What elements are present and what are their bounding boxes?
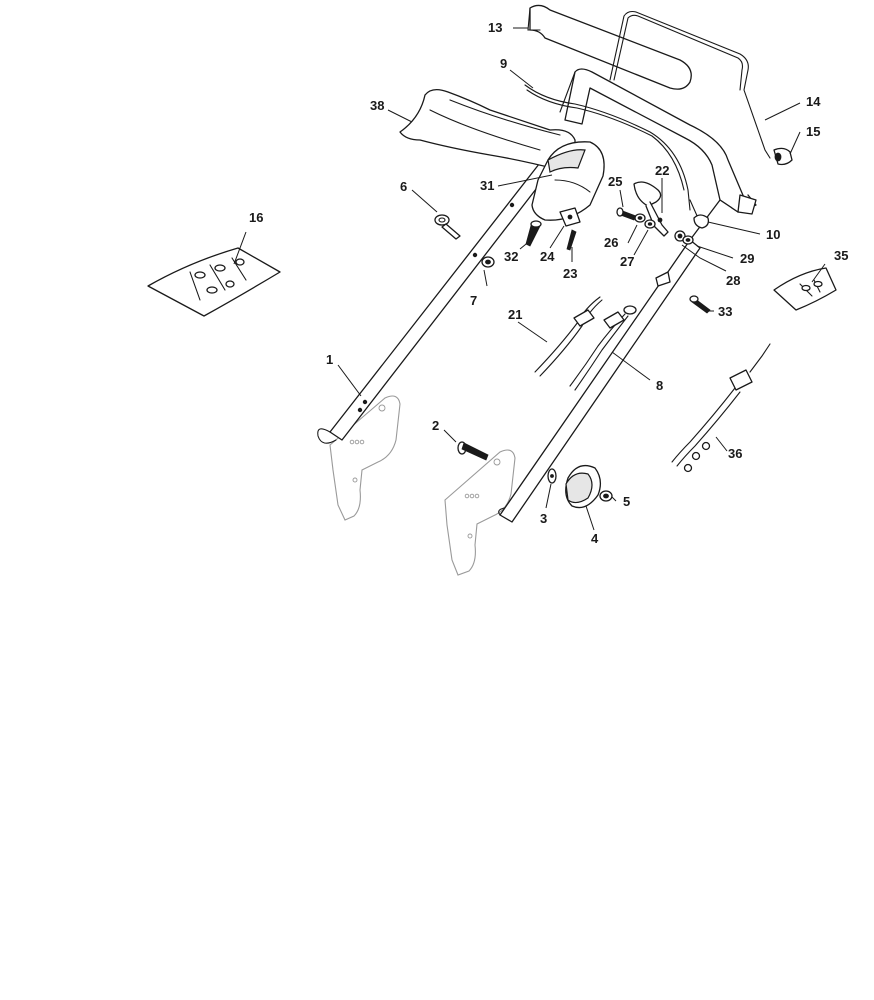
callout-28: 28 (726, 273, 740, 288)
callout-27: 27 (620, 254, 634, 269)
left-mounting-bracket-outline (329, 395, 401, 521)
part-7-nut (481, 256, 495, 268)
callout-24: 24 (540, 249, 555, 264)
control-housing-cover (531, 141, 605, 221)
part-26-washer (634, 213, 646, 223)
part-33-screw (689, 295, 711, 314)
part-25-bolt (616, 207, 637, 221)
callout-15: 15 (806, 124, 820, 139)
callout-3: 3 (540, 511, 547, 526)
part-16-hardware-bag (147, 247, 281, 317)
upper-handle (559, 68, 757, 241)
part-28-nut (674, 230, 686, 242)
part-27-washer (644, 219, 656, 229)
callout-26: 26 (604, 235, 618, 250)
callout-labels: 13 9 38 6 31 16 32 24 23 7 25 22 26 27 2… (249, 20, 848, 546)
callout-9: 9 (500, 56, 507, 71)
callout-23: 23 (563, 266, 577, 281)
callout-22: 22 (655, 163, 669, 178)
callout-21: 21 (508, 307, 522, 322)
part-8-cable (569, 305, 637, 391)
callout-1: 1 (326, 352, 333, 367)
part-32-screw (525, 220, 542, 247)
callout-29: 29 (740, 251, 754, 266)
callout-36: 36 (728, 446, 742, 461)
leader-lines (233, 27, 826, 531)
callout-8: 8 (656, 378, 663, 393)
grip-handle (527, 4, 692, 90)
part-5-nut (599, 490, 613, 502)
part-6-eyebolt (434, 214, 461, 240)
part-29-washer (682, 235, 694, 245)
callout-38: 38 (370, 98, 384, 113)
callout-25: 25 (608, 174, 622, 189)
right-mounting-bracket-outline (444, 449, 516, 576)
part-21-cable (534, 296, 603, 377)
callout-33: 33 (718, 304, 732, 319)
part-3-bolt (547, 468, 557, 484)
part-15-knob (773, 147, 793, 166)
callout-10: 10 (766, 227, 780, 242)
cable-guide-clip (655, 271, 671, 287)
small-bracket (559, 207, 581, 227)
callout-35: 35 (834, 248, 848, 263)
part-2-bolt (457, 441, 489, 461)
part-4-handle-knob (565, 464, 602, 509)
callout-32: 32 (504, 249, 518, 264)
part-10-cable-clip (693, 214, 710, 229)
callout-13: 13 (488, 20, 502, 35)
part-23-screw (566, 229, 577, 251)
callout-16: 16 (249, 210, 263, 225)
part-35-hardware-bag (773, 267, 837, 311)
callout-7: 7 (470, 293, 477, 308)
grass-deflector (399, 88, 576, 171)
callout-14: 14 (806, 94, 821, 109)
lower-handle-tube (317, 149, 701, 523)
callout-6: 6 (400, 179, 407, 194)
callout-2: 2 (432, 418, 439, 433)
throttle-cable-run (524, 84, 691, 211)
callout-4: 4 (591, 531, 599, 546)
callout-5: 5 (623, 494, 630, 509)
callout-31: 31 (480, 178, 494, 193)
part-36-cable (671, 343, 771, 473)
